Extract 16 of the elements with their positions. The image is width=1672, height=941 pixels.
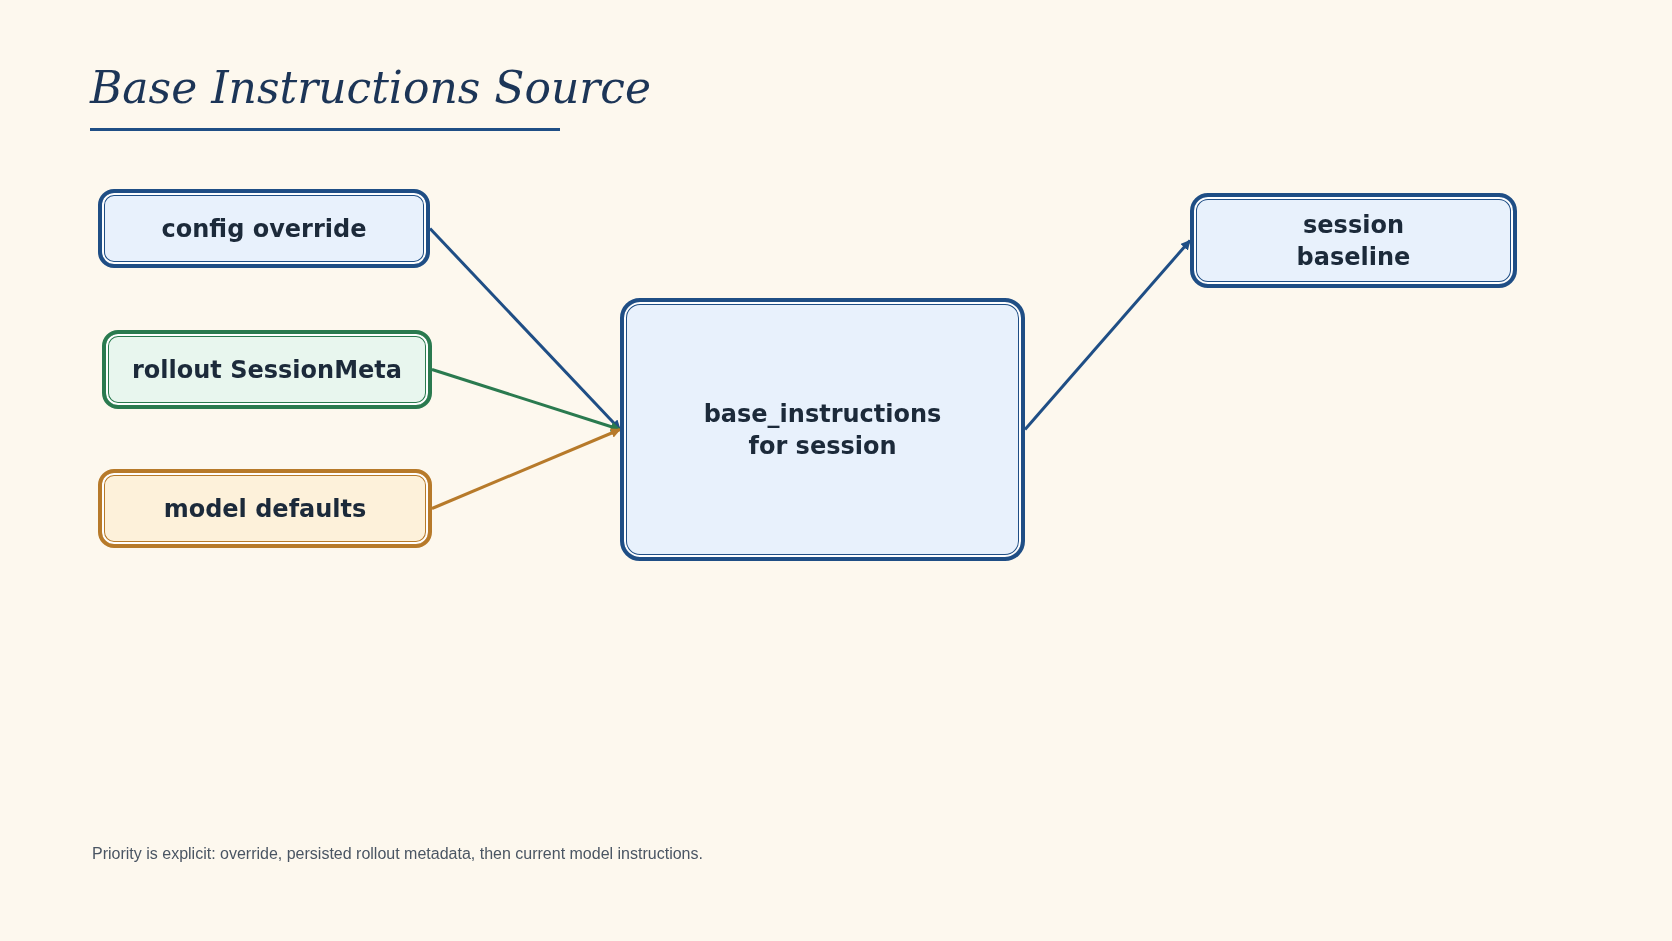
box-label: rollout SessionMeta [132,354,402,386]
process-box [102,330,432,409]
arrow [1023,239,1192,431]
box-label: config override [161,213,367,245]
caption: Priority is explicit: override, persisted rollout metadata, then current model instructions. [92,845,703,863]
box-label: model defaults [163,493,367,525]
process-box [98,469,432,548]
arrow [431,368,621,432]
title: Base Instructions Source [90,62,651,113]
arrow [428,227,622,431]
process-box [98,189,430,268]
box-label: base_instructions for session [702,398,943,462]
arrow [431,428,621,510]
process-box [620,298,1025,561]
box-label: session baseline [1295,209,1412,273]
process-box [1190,193,1517,288]
